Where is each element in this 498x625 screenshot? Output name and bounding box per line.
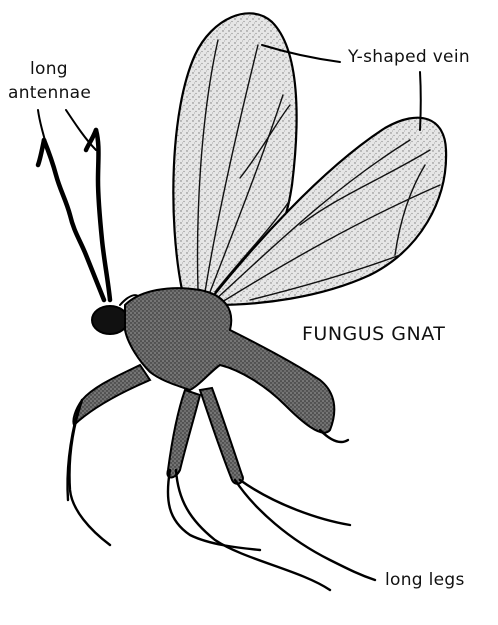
antennae-label-line1: long [30, 59, 68, 79]
antennae-label-line2: antennae [8, 83, 91, 103]
label-long-antennae: long antennae [8, 59, 96, 150]
gnat-body [125, 288, 334, 433]
antennae [38, 130, 110, 300]
diagram-title: FUNGUS GNAT [302, 323, 445, 345]
legs-label: long legs [385, 570, 465, 590]
vein-label: Y-shaped vein [347, 47, 470, 67]
